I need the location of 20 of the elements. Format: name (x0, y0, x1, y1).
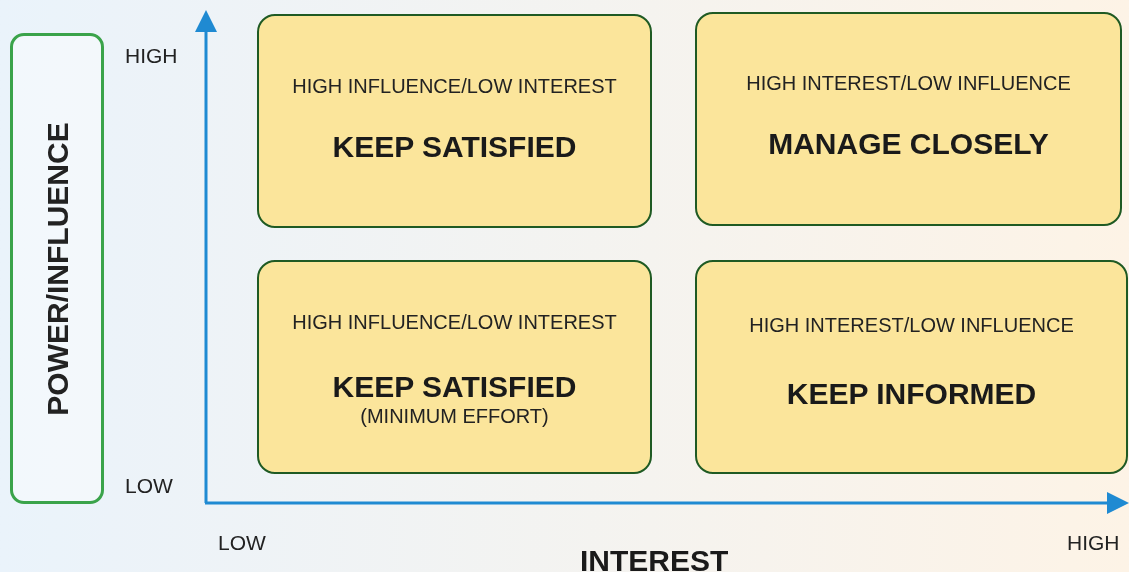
axis-tick-label: HIGH (1067, 530, 1120, 556)
axis-title: INTEREST (580, 543, 729, 572)
quadrant-box (695, 12, 1122, 226)
quadrant-criteria: HIGH INFLUENCE/LOW INTEREST (292, 312, 617, 332)
axis-tick-label: HIGH (125, 43, 178, 69)
axis-title-box (10, 33, 104, 504)
strategy-heading: KEEP INFORMED (786, 379, 1037, 409)
strategy-heading: MANAGE CLOSELY (768, 129, 1049, 159)
strategy-heading: KEEP SATISFIED (332, 132, 577, 162)
strategy-heading: KEEP SATISFIED (332, 372, 577, 402)
axis-title: POWER/INFLUENCE (39, 121, 75, 416)
quadrant-criteria: HIGH INFLUENCE/LOW INTEREST (292, 76, 617, 96)
quadrant-criteria: HIGH INTEREST/LOW INFLUENCE (749, 315, 1074, 335)
axis-tick-label: LOW (218, 530, 266, 556)
axis-tick-label: LOW (125, 473, 173, 499)
quadrant-box (257, 260, 652, 474)
strategy-note: (MINIMUM EFFORT) (360, 406, 549, 426)
quadrant-criteria: HIGH INTEREST/LOW INFLUENCE (746, 73, 1071, 93)
quadrant-box (695, 260, 1128, 474)
quadrant-box (257, 14, 652, 228)
